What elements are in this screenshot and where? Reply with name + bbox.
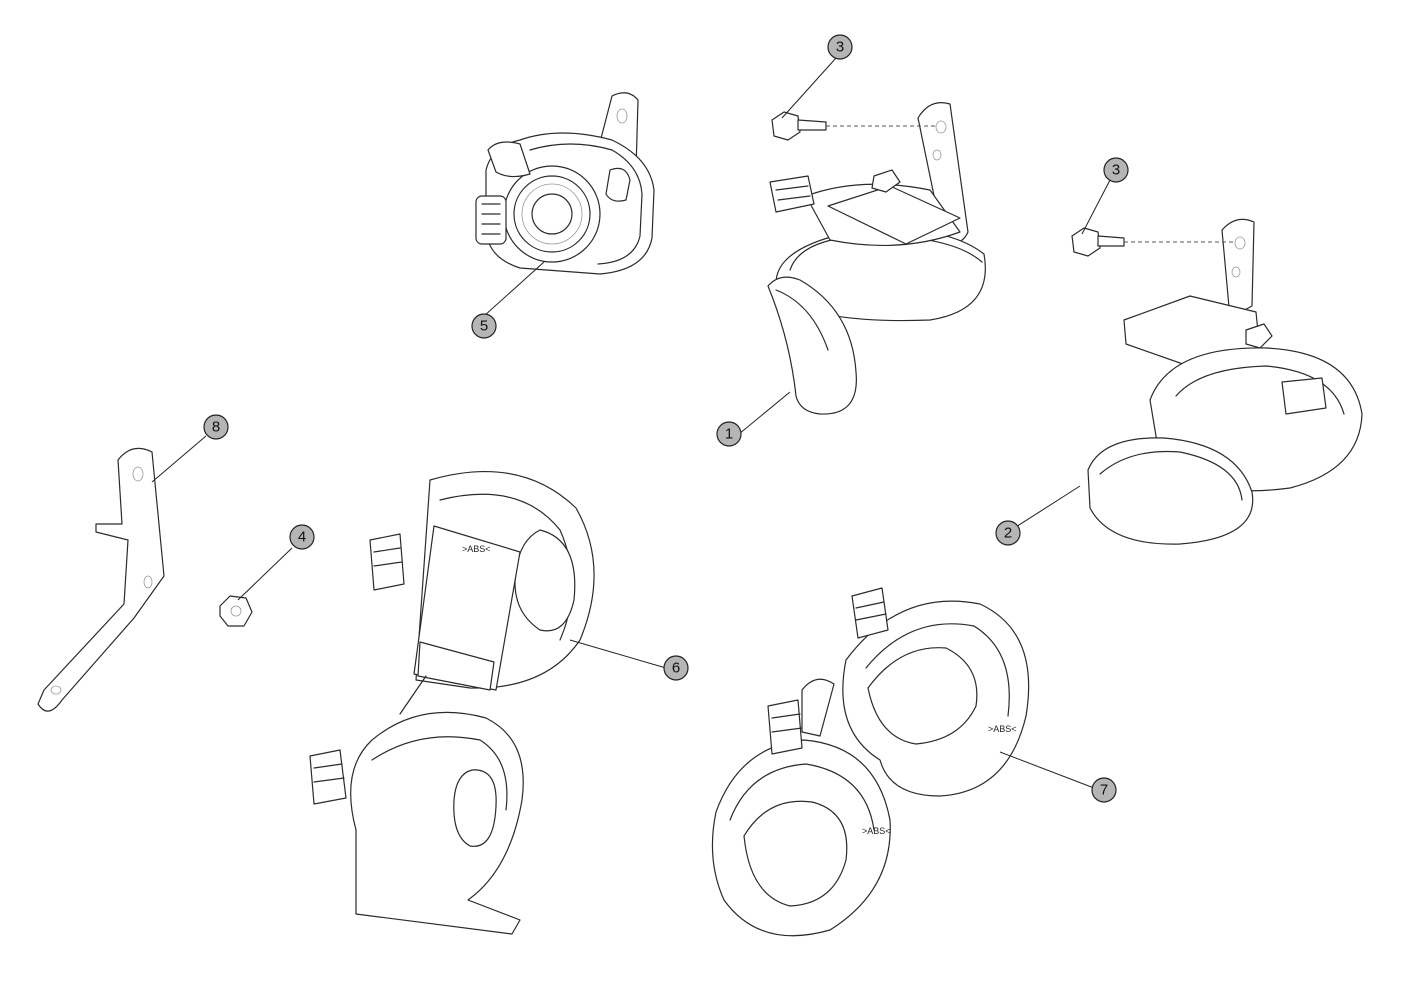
callout-3a-label: 3 [836, 39, 844, 56]
callout-8: 8 [203, 414, 229, 440]
horn-logo-lower: >ABS< [862, 826, 891, 836]
callout-1-label: 1 [725, 426, 733, 443]
callout-7-label: 7 [1100, 782, 1108, 799]
callout-4: 4 [289, 524, 315, 550]
callout-2-label: 2 [1004, 525, 1012, 542]
part-8-bracket [37, 447, 165, 712]
leader-lines [151, 57, 1111, 789]
callout-4-label: 4 [298, 529, 306, 546]
callout-1: 1 [716, 421, 742, 447]
callout-5: 5 [471, 313, 497, 339]
callout-2: 2 [995, 520, 1021, 546]
bolt-lower [1071, 227, 1234, 257]
horn-logo-upper: >ABS< [462, 544, 491, 554]
horn-logo-right: >ABS< [988, 724, 1017, 734]
callout-5-label: 5 [480, 318, 488, 335]
bolt-upper [771, 111, 936, 141]
part-4-nut [219, 595, 253, 627]
callout-3a: 3 [827, 34, 853, 60]
callout-7: 7 [1091, 777, 1117, 803]
part-5-sounder [475, 92, 655, 275]
part-2-horn [1087, 218, 1363, 545]
part-1-horn [767, 102, 986, 415]
callout-8-label: 8 [212, 419, 220, 436]
callout-3b-label: 3 [1112, 162, 1120, 179]
callout-6-label: 6 [672, 660, 680, 677]
part-6-horn-pair: >ABS< [309, 470, 595, 935]
part-7-horn-pair: >ABS< >ABS< [711, 587, 1030, 937]
callout-3b: 3 [1103, 157, 1129, 183]
callout-6: 6 [663, 655, 689, 681]
